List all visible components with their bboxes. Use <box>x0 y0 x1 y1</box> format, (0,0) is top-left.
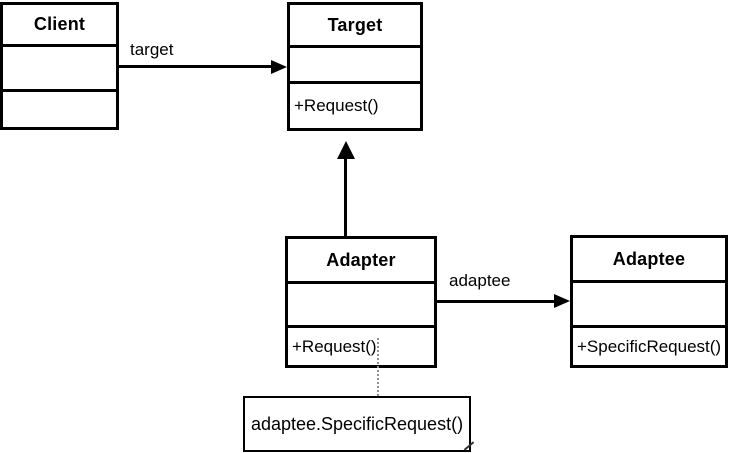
arrowhead-right-icon <box>271 60 287 74</box>
class-attributes-client <box>3 44 116 89</box>
class-title-adaptee: Adaptee <box>612 248 686 269</box>
edge-adapter-to-target <box>344 158 347 236</box>
edge-client-to-target <box>119 65 273 68</box>
arrowhead-up-icon <box>337 141 355 159</box>
class-title-client: Client <box>33 14 86 34</box>
edge-label-adaptee: adaptee <box>449 271 511 290</box>
edge-adapter-to-adaptee <box>437 300 556 303</box>
class-title-adapter: Adapter <box>326 249 396 270</box>
class-box-adaptee: Adaptee +SpecificRequest() <box>570 235 728 368</box>
class-attributes-target <box>290 45 420 81</box>
class-methods-adaptee: +SpecificRequest() <box>573 325 725 365</box>
class-attributes-adapter <box>288 281 434 325</box>
note-box: adaptee.SpecificRequest() <box>243 396 471 452</box>
class-methods-adapter: +Request() <box>288 325 434 365</box>
class-box-adapter: Adapter +Request() <box>285 236 437 368</box>
class-box-client: Client <box>0 2 119 130</box>
class-box-target: Target +Request() <box>287 2 423 131</box>
edge-label-target: target <box>130 40 174 59</box>
class-title-target: Target <box>327 14 383 35</box>
class-methods-client <box>3 89 116 127</box>
note-text: adaptee.SpecificRequest() <box>250 413 464 434</box>
arrowhead-right-icon <box>554 294 570 308</box>
dotted-dependency-line <box>377 338 379 396</box>
class-methods-target: +Request() <box>290 81 420 128</box>
class-attributes-adaptee <box>573 280 725 325</box>
